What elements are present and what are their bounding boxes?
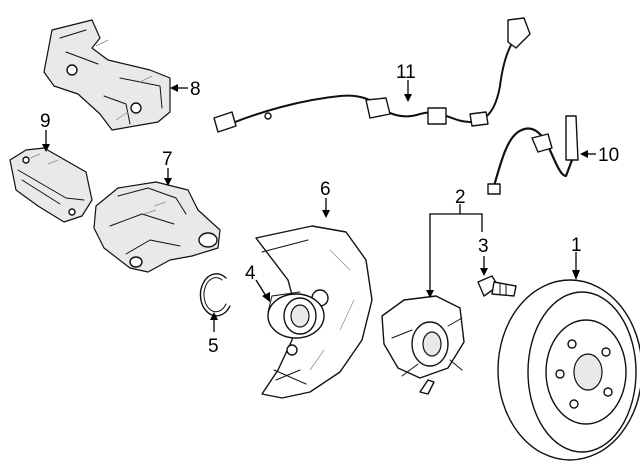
- callout-labels: 1 2 3 4 5 6 7 8 9 10 11: [40, 62, 619, 357]
- callout-7: 7: [162, 149, 173, 170]
- callout-10: 10: [598, 145, 619, 166]
- callout-8: 8: [190, 79, 201, 100]
- callout-9: 9: [40, 111, 51, 132]
- callout-11: 11: [396, 62, 416, 83]
- callout-2: 2: [455, 187, 466, 208]
- wheel-hub: [381, 295, 465, 395]
- callout-1: 1: [571, 235, 582, 256]
- callout-leaders: [42, 80, 596, 332]
- snap-ring: [199, 273, 231, 317]
- callout-5: 5: [208, 336, 219, 357]
- callout-3: 3: [478, 236, 489, 257]
- callout-6: 6: [320, 179, 331, 200]
- caliper-bracket: [43, 19, 171, 131]
- bolt: [477, 275, 517, 297]
- callout-4: 4: [245, 263, 256, 284]
- brake-hose: [487, 115, 579, 195]
- brake-pads: [9, 147, 93, 223]
- abs-sensor-harness: [213, 17, 531, 133]
- wheel-bearing: [267, 291, 325, 339]
- brake-rotor: [497, 279, 640, 461]
- brake-caliper: [93, 181, 221, 273]
